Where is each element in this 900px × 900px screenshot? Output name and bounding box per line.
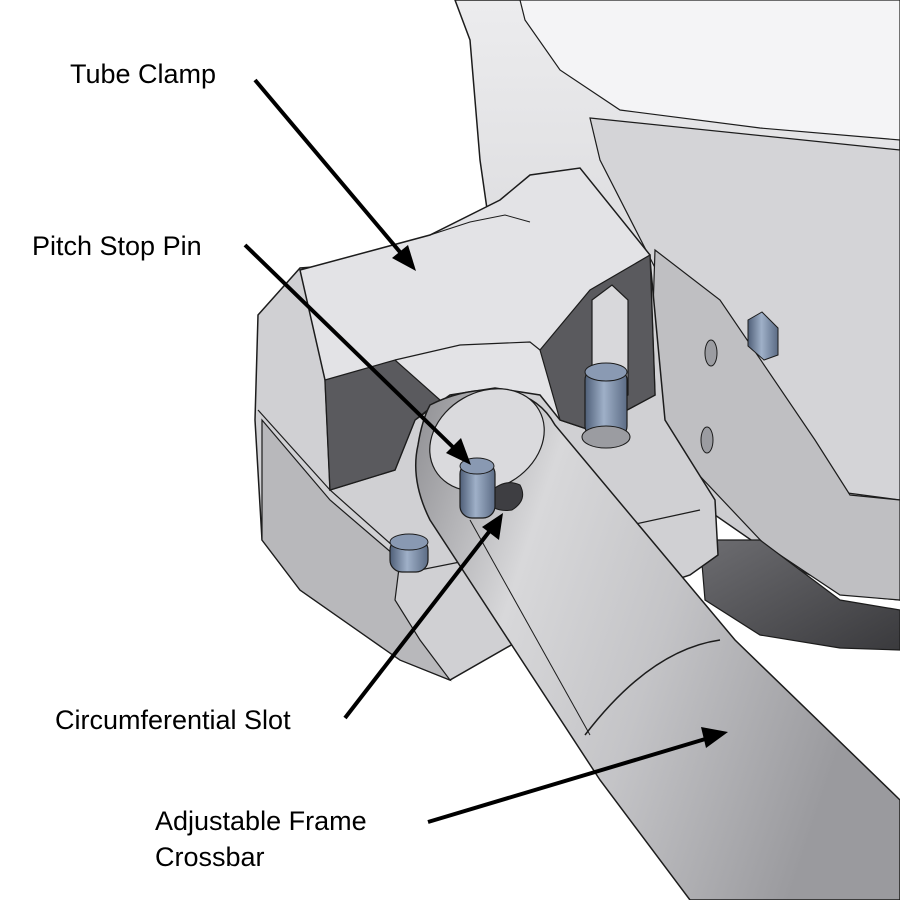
- arrow-adjustable-frame: [427, 727, 728, 824]
- rear-pin-shape: [581, 362, 631, 449]
- front-pin-shape: [389, 533, 429, 573]
- label-pitch-stop-pin: Pitch Stop Pin: [32, 231, 202, 261]
- frame-crossbar: [415, 388, 900, 900]
- label-circumferential-slot: Circumferential Slot: [55, 705, 291, 735]
- circumferential-slot-shape: [489, 482, 524, 511]
- arrow-pitch-stop-pin: [243, 243, 471, 465]
- label-adjustable-frame-line2: Crossbar: [155, 842, 265, 872]
- arrow-circumferential-slot: [343, 513, 503, 720]
- arrow-tube-clamp: [253, 78, 416, 271]
- upper-housing: [454, 0, 900, 601]
- pitch-stop-pin-shape: [459, 457, 496, 519]
- label-tube-clamp: Tube Clamp: [70, 59, 217, 89]
- label-adjustable-frame-crossbar: Adjustable Frame Crossbar: [155, 803, 367, 875]
- label-adjustable-frame-line1: Adjustable Frame: [155, 806, 367, 836]
- lower-shadow-piece: [699, 539, 900, 651]
